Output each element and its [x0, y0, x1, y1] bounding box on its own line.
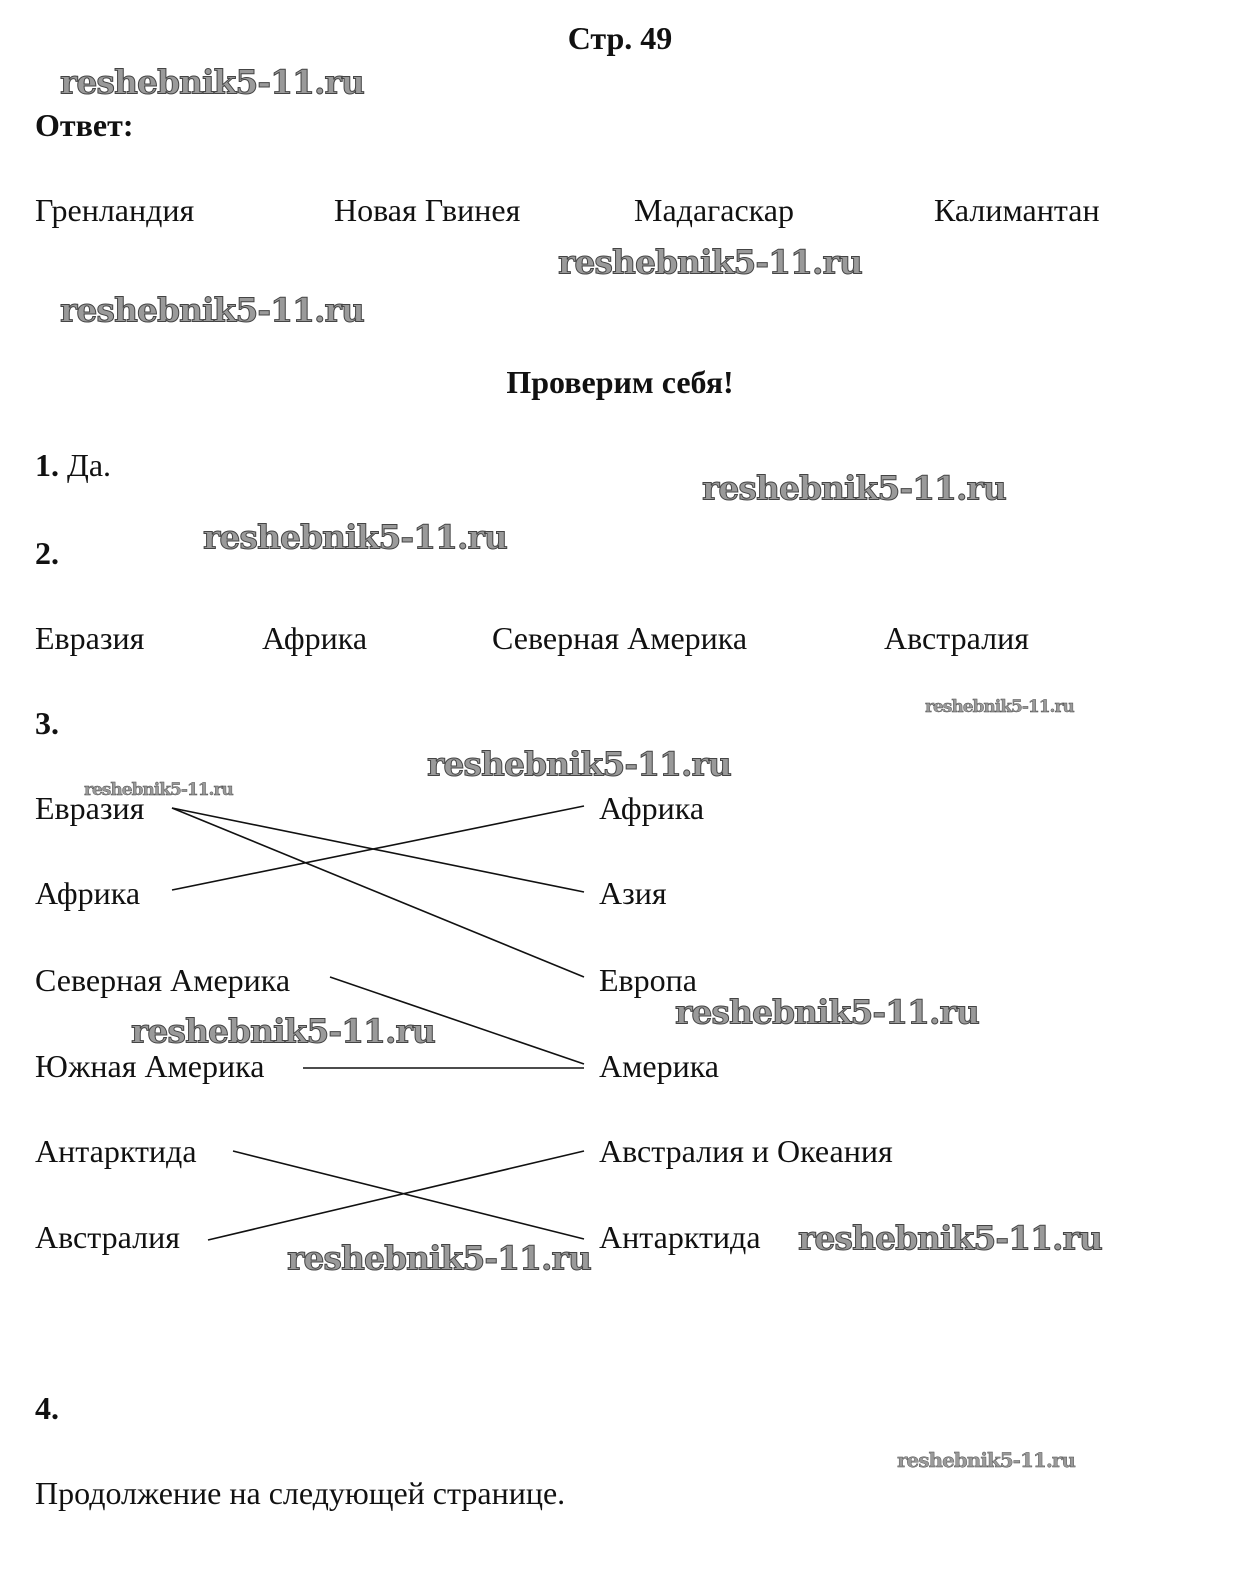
island-item: Гренландия: [35, 192, 195, 228]
match-line: [171, 805, 585, 891]
match-line: [329, 976, 585, 1065]
section-title: Проверим себя!: [506, 364, 734, 400]
island-item: Калимантан: [934, 192, 1100, 228]
right-item: Америка: [599, 1048, 719, 1084]
watermark: reshebnik5-11.ru: [558, 242, 864, 282]
continent-item: Северная Америка: [492, 620, 748, 656]
left-item: Антарктида: [35, 1133, 197, 1169]
watermark: reshebnik5-11.ru: [131, 1011, 437, 1051]
match-line: [232, 1150, 585, 1240]
right-item: Австралия и Океания: [599, 1133, 893, 1169]
watermark: reshebnik5-11.ru: [287, 1238, 593, 1278]
watermark: reshebnik5-11.ru: [798, 1218, 1104, 1258]
continent-item: Африка: [262, 620, 368, 656]
match-line: [171, 807, 585, 978]
right-item: Азия: [599, 875, 667, 911]
left-item: Австралия: [35, 1219, 180, 1255]
watermark: reshebnik5-11.ru: [60, 62, 366, 102]
match-line: [207, 1150, 585, 1241]
answer-text: Да.: [67, 447, 112, 483]
continent-item: Евразия: [35, 620, 145, 656]
left-item: Евразия: [35, 790, 145, 826]
left-item: Южная Америка: [35, 1048, 265, 1084]
page-number: Стр. 49: [567, 20, 673, 56]
right-item: Антарктида: [599, 1219, 761, 1255]
left-item: Африка: [35, 875, 141, 911]
answer-label: Ответ:: [35, 107, 134, 143]
question-number: 1.: [35, 447, 59, 483]
island-item: Новая Гвинея: [334, 192, 521, 228]
match-line: [171, 807, 585, 893]
question-3-number: 3.: [35, 705, 59, 741]
watermark: reshebnik5-11.ru: [427, 744, 733, 784]
watermark: reshebnik5-11.ru: [675, 992, 981, 1032]
question-2-number: 2.: [35, 535, 59, 571]
watermark: reshebnik5-11.ru: [925, 697, 1075, 717]
watermark: reshebnik5-11.ru: [84, 780, 234, 800]
continent-item: Австралия: [884, 620, 1029, 656]
question-1: 1. Да.: [35, 449, 111, 481]
watermark: reshebnik5-11.ru: [203, 517, 509, 557]
question-4-number: 4.: [35, 1390, 59, 1426]
watermark: reshebnik5-11.ru: [897, 1448, 1076, 1472]
right-item: Европа: [599, 962, 697, 998]
continuation-note: Продолжение на следующей странице.: [35, 1475, 566, 1511]
left-item: Северная Америка: [35, 962, 291, 998]
island-item: Мадагаскар: [634, 192, 794, 228]
right-item: Африка: [599, 790, 705, 826]
watermark: reshebnik5-11.ru: [702, 468, 1008, 508]
watermark: reshebnik5-11.ru: [60, 290, 366, 330]
